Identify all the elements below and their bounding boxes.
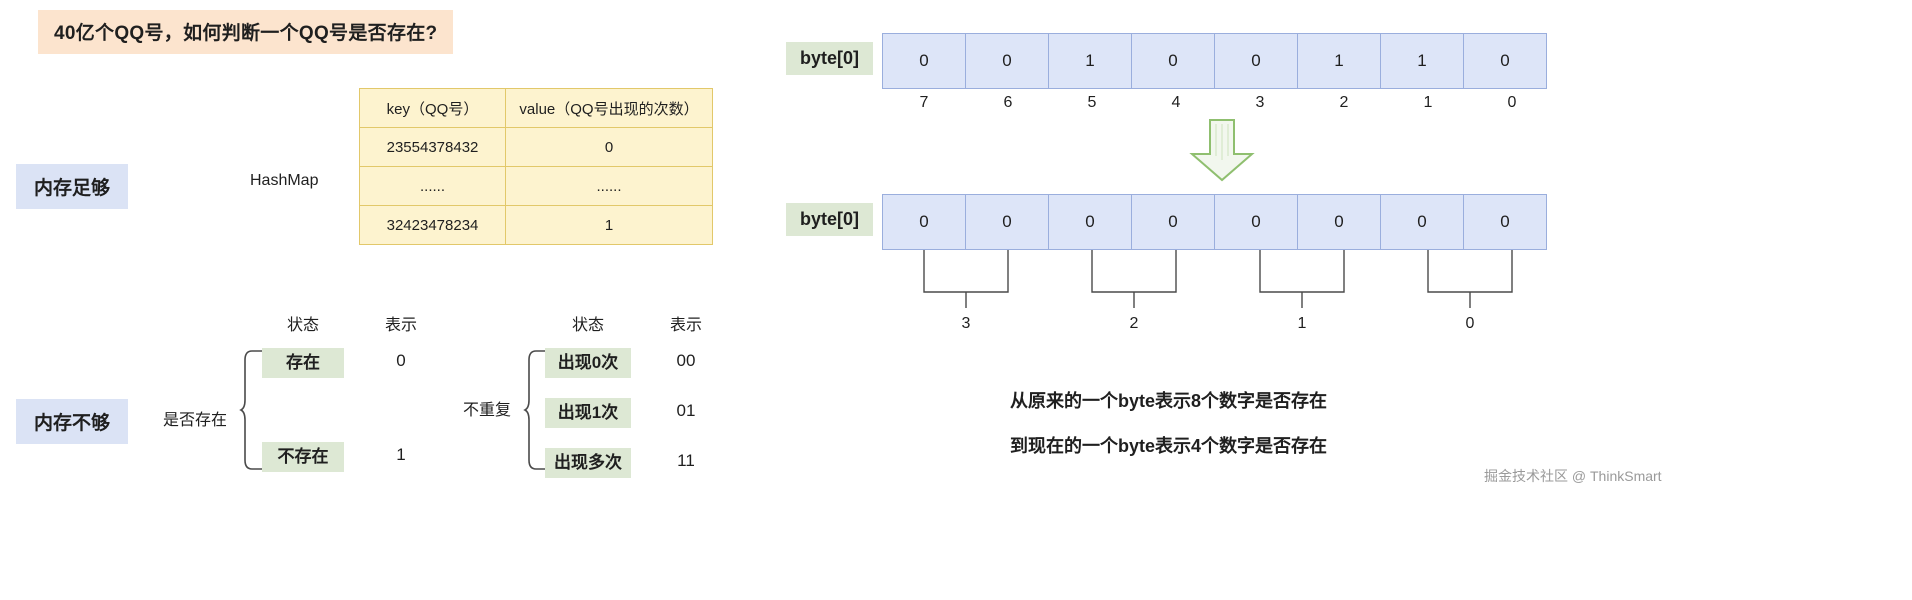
- byte-index-top-2: 5: [1087, 94, 1097, 111]
- pair-index-3: 3: [961, 315, 971, 332]
- group-a-state-1: 不存在: [262, 442, 344, 472]
- byte-cell-bottom-0: 0: [882, 194, 966, 250]
- byte-cell-bottom-5: 0: [1297, 194, 1381, 250]
- watermark: 掘金技术社区 @ ThinkSmart: [1484, 468, 1662, 484]
- group-a-value-0: 0: [396, 351, 406, 370]
- note-line-2: 到现在的一个byte表示4个数字是否存在: [1010, 436, 1328, 456]
- byte-cell-top-0: 0: [882, 33, 966, 89]
- byte-index-top-4: 3: [1255, 94, 1265, 111]
- label-memory-not-enough: 内存不够: [16, 399, 129, 444]
- byte-cell-top-4: 0: [1214, 33, 1298, 89]
- cell-key: ......: [359, 166, 506, 206]
- pair-index-2: 2: [1129, 315, 1139, 332]
- table-row: ...... ......: [359, 166, 713, 206]
- byte-index-top-0: 7: [919, 94, 929, 111]
- group-a-header-repr: 表示: [384, 317, 417, 334]
- group-b-value-1: 01: [676, 401, 696, 420]
- group-b-state-1: 出现1次: [545, 398, 631, 428]
- group-a-state-0: 存在: [262, 348, 344, 378]
- pair-index-1: 1: [1297, 315, 1307, 332]
- label-byte0-top: byte[0]: [786, 42, 874, 75]
- byte-cell-top-7: 0: [1463, 33, 1547, 89]
- byte-cell-bottom-1: 0: [965, 194, 1049, 250]
- byte-cell-top-2: 1: [1048, 33, 1132, 89]
- group-b-header-repr: 表示: [669, 317, 702, 334]
- byte-cell-bottom-3: 0: [1131, 194, 1215, 250]
- group-b-brace-icon: [523, 350, 546, 470]
- byte-cell-top-3: 0: [1131, 33, 1215, 89]
- label-memory-enough: 内存足够: [16, 164, 129, 209]
- byte-cell-bottom-2: 0: [1048, 194, 1132, 250]
- table-header-key: key（QQ号）: [359, 88, 506, 128]
- table-row: 32423478234 1: [359, 205, 713, 245]
- group-a-header-state: 状态: [286, 317, 319, 334]
- byte-cell-bottom-7: 0: [1463, 194, 1547, 250]
- table-row: 23554378432 0: [359, 127, 713, 167]
- group-b-state-0: 出现0次: [545, 348, 631, 378]
- group-b-state-2: 出现多次: [545, 448, 631, 478]
- group-b-value-2: 11: [677, 451, 695, 470]
- table-header-row: key（QQ号） value（QQ号出现的次数）: [359, 88, 713, 128]
- group-b-value-0: 00: [676, 351, 696, 370]
- byte-cell-bottom-4: 0: [1214, 194, 1298, 250]
- byte-cell-bottom-6: 0: [1380, 194, 1464, 250]
- hashmap-table: key（QQ号） value（QQ号出现的次数） 23554378432 0 .…: [359, 88, 713, 245]
- cell-key: 32423478234: [359, 205, 506, 245]
- label-byte0-bottom: byte[0]: [786, 203, 874, 236]
- byte-index-top-6: 1: [1423, 94, 1433, 111]
- byte-cell-top-5: 1: [1297, 33, 1381, 89]
- table-header-value: value（QQ号出现的次数）: [505, 88, 713, 128]
- bit-pair-brackets: [923, 250, 1513, 308]
- group-a-value-1: 1: [396, 445, 406, 464]
- byte-cell-top-6: 1: [1380, 33, 1464, 89]
- byte-cell-top-1: 0: [965, 33, 1049, 89]
- group-b-brace-label: 不重复: [463, 402, 512, 419]
- label-hashmap: HashMap: [250, 172, 319, 189]
- byte-array-top-indices: 7 6 5 4 3 2 1 0: [882, 94, 1554, 112]
- cell-value: ......: [505, 166, 713, 206]
- cell-key: 23554378432: [359, 127, 506, 167]
- down-arrow-icon: [1189, 119, 1255, 182]
- byte-index-top-5: 2: [1339, 94, 1349, 111]
- byte-index-top-3: 4: [1171, 94, 1181, 111]
- pair-index-0: 0: [1465, 315, 1475, 332]
- byte-index-top-7: 0: [1507, 94, 1517, 111]
- cell-value: 1: [505, 205, 713, 245]
- byte-index-top-1: 6: [1003, 94, 1013, 111]
- group-b-header-state: 状态: [571, 317, 604, 334]
- note-line-1: 从原来的一个byte表示8个数字是否存在: [1010, 391, 1328, 411]
- cell-value: 0: [505, 127, 713, 167]
- page-title: 40亿个QQ号，如何判断一个QQ号是否存在?: [38, 10, 454, 54]
- group-a-brace-icon: [239, 350, 262, 470]
- group-a-brace-label: 是否存在: [163, 412, 228, 429]
